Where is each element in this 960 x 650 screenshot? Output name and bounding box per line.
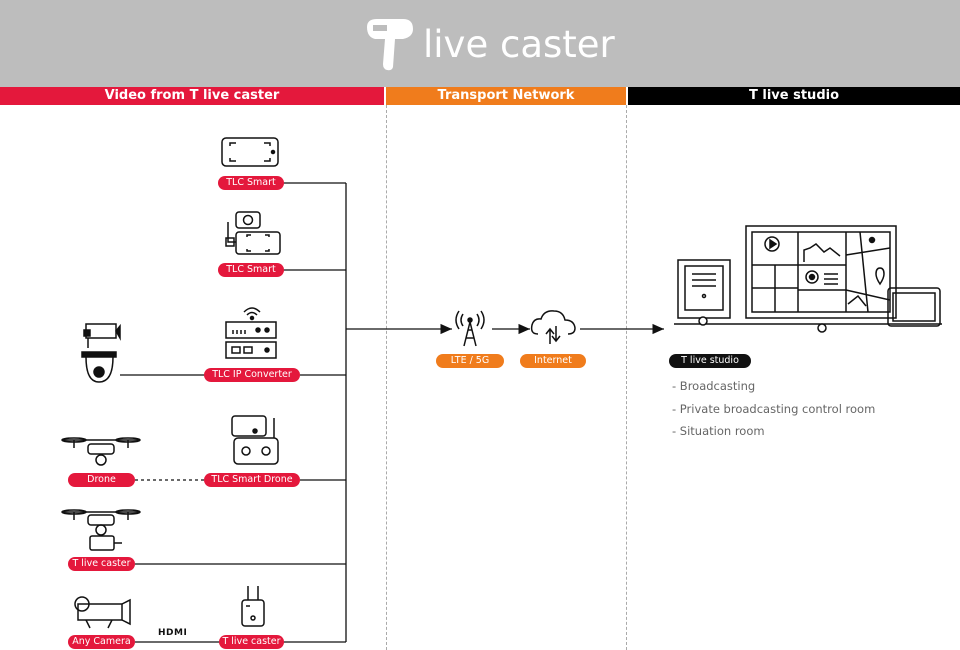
header-banner: live caster <box>0 0 960 87</box>
label-lte-5g: LTE / 5G <box>436 354 504 368</box>
antenna-icon <box>455 310 485 347</box>
list-item: - Private broadcasting control room <box>672 401 876 416</box>
cctv-camera-icon <box>81 323 121 383</box>
ip-converter-icon <box>225 307 277 359</box>
section-transport-network: Transport Network <box>386 87 626 105</box>
label-drone: Drone <box>68 473 135 487</box>
label-tlc-ip-converter: TLC IP Converter <box>204 368 300 382</box>
brand-logo: live caster <box>363 16 615 72</box>
studio-feature-list: - Broadcasting - Private broadcasting co… <box>672 378 875 446</box>
t-logo-icon <box>367 19 413 71</box>
label-tlc-smart-2: TLC Smart <box>218 263 284 277</box>
label-tlc-smart-1: TLC Smart <box>218 176 284 190</box>
section-studio: T live studio <box>628 87 960 105</box>
divider-1 <box>386 105 387 650</box>
label-t-live-caster-device: T live caster <box>219 635 284 649</box>
drone-controller-icon <box>231 415 279 465</box>
video-camera-icon <box>74 596 131 629</box>
connector-lines <box>120 182 664 643</box>
live-caster-device-icon <box>241 586 265 627</box>
smartphone-camera-icon <box>225 211 281 255</box>
label-t-live-caster-drone: T live caster <box>68 557 135 571</box>
cloud-icon <box>530 310 576 344</box>
label-any-camera: Any Camera <box>68 635 135 649</box>
studio-monitors-icon <box>674 225 942 333</box>
drone-icon <box>61 437 141 466</box>
divider-2 <box>626 105 627 650</box>
hdmi-label: HDMI <box>158 628 188 638</box>
brand-name: live caster <box>423 22 615 66</box>
section-video-source: Video from T live caster <box>0 87 384 105</box>
drone-caster-icon <box>61 509 141 551</box>
list-item: - Broadcasting <box>672 379 756 393</box>
smartphone-icon <box>221 137 279 167</box>
list-item: - Situation room <box>672 424 765 438</box>
label-tlc-smart-drone: TLC Smart Drone <box>204 473 300 487</box>
label-t-live-studio: T live studio <box>669 354 751 368</box>
label-internet: Internet <box>520 354 586 368</box>
